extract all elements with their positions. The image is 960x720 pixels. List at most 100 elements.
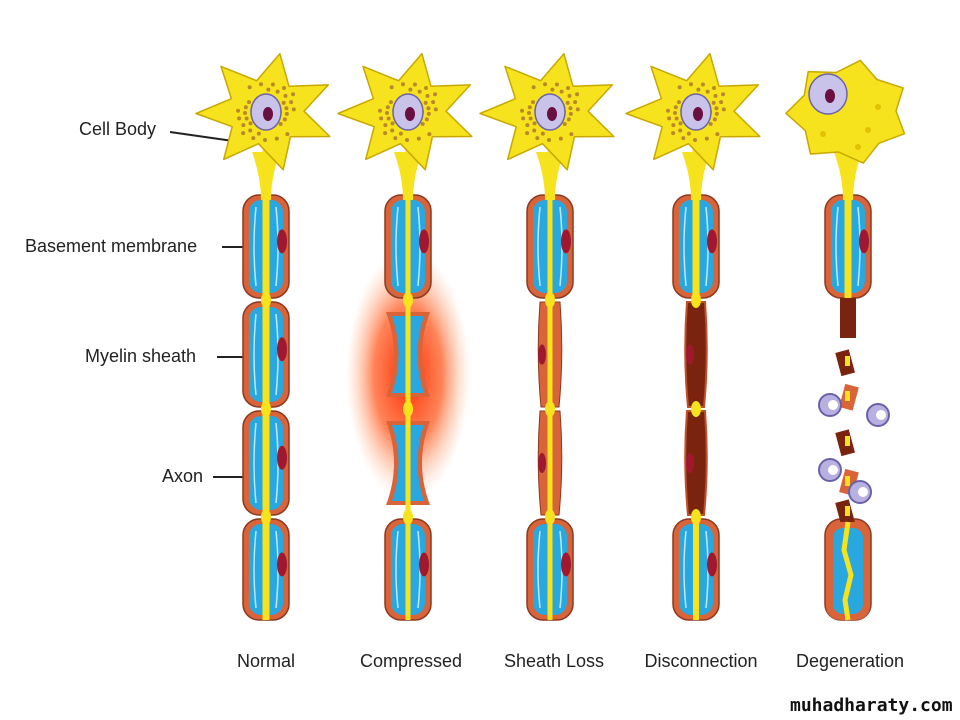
axon-debris — [845, 356, 850, 366]
nissl-granule — [259, 82, 264, 87]
nissl-granule — [281, 100, 286, 105]
nissl-granule — [401, 82, 406, 87]
nissl-granule — [405, 137, 410, 142]
nissl-granule — [666, 108, 671, 113]
node-of-ranvier — [545, 509, 555, 525]
schwann-nucleus — [561, 552, 571, 577]
nissl-granule — [263, 137, 268, 142]
watermark: muhadharaty.com — [790, 695, 953, 716]
axon-debris — [845, 506, 850, 516]
nissl-granule — [248, 128, 253, 133]
nissl-granule — [559, 89, 564, 94]
nissl-granule — [520, 108, 525, 113]
axon-distal — [841, 521, 854, 621]
label-axon: Axon — [162, 466, 204, 486]
axon-hillock — [252, 152, 280, 200]
nissl-granule — [714, 111, 719, 116]
macrophage-vacuole — [828, 465, 838, 475]
disconnected-segment — [684, 301, 708, 408]
nissl-granule — [530, 100, 535, 105]
schwann-nucleus — [419, 229, 429, 254]
nissl-granule — [677, 85, 682, 90]
nissl-granule — [417, 89, 422, 94]
nissl-granule — [389, 85, 394, 90]
nissl-granule — [412, 82, 417, 87]
axon-hillock — [834, 152, 862, 200]
nissl-granule — [383, 131, 388, 136]
nissl-granule — [568, 106, 573, 111]
stage-label-sheath-loss: Sheath Loss — [503, 651, 605, 671]
node-of-ranvier — [261, 292, 271, 308]
nissl-granule — [528, 116, 533, 121]
node-of-ranvier — [691, 509, 701, 525]
nissl-granule — [566, 86, 571, 91]
nissl-granule — [527, 105, 532, 110]
nissl-granule — [243, 105, 248, 110]
schwann-nucleus — [538, 344, 546, 365]
nissl-granule — [416, 136, 421, 141]
nissl-granule — [681, 136, 686, 141]
label-cell-body: Cell Body — [79, 119, 157, 139]
label-myelin-sheath: Myelin sheath — [85, 346, 197, 366]
nissl-granule — [686, 131, 691, 136]
nissl-granule — [671, 123, 676, 128]
nissl-granule — [567, 93, 572, 98]
stage-label-compressed: Compressed — [359, 651, 463, 671]
nissl-granule — [678, 121, 683, 126]
label-basement-membrane: Basement membrane — [25, 236, 198, 256]
nissl-granule — [274, 136, 279, 141]
node-of-ranvier — [403, 292, 413, 308]
schwann-nucleus — [686, 344, 694, 365]
schwann-nucleus — [277, 552, 287, 577]
nissl-granule — [284, 111, 289, 116]
nissl-granule — [708, 122, 713, 127]
nissl-granule — [704, 136, 709, 141]
nissl-granule — [558, 136, 563, 141]
node-of-ranvier — [261, 509, 271, 525]
nissl-granule — [236, 108, 241, 113]
nissl-granule — [427, 132, 432, 137]
nissl-granule — [540, 131, 545, 136]
nissl-granule — [379, 116, 384, 121]
nissl-granule — [426, 111, 431, 116]
axon-debris — [845, 476, 850, 486]
nissl-granule — [244, 116, 249, 121]
nissl-granule — [575, 107, 580, 112]
nissl-granule — [575, 92, 580, 97]
nissl-granule — [525, 123, 530, 128]
nissl-granule — [527, 110, 532, 115]
nucleolus — [825, 89, 835, 103]
macrophage-vacuole — [858, 487, 868, 497]
nissl-granule — [719, 100, 724, 105]
nissl-granule — [247, 85, 252, 90]
nissl-granule — [408, 87, 413, 92]
axon-debris — [845, 436, 850, 446]
nissl-granule — [283, 93, 288, 98]
nissl-granule — [241, 131, 246, 136]
schwann-nucleus — [419, 552, 429, 577]
vacuole — [865, 127, 871, 133]
nucleolus — [547, 107, 557, 121]
nissl-granule — [715, 132, 720, 137]
schwann-nucleus — [707, 229, 717, 254]
neuron-compressed — [337, 52, 473, 621]
nissl-granule — [678, 128, 683, 133]
nissl-granule — [398, 131, 403, 136]
nucleolus — [693, 107, 703, 121]
nissl-granule — [256, 131, 261, 136]
nissl-granule — [251, 136, 256, 141]
nissl-granule — [386, 116, 391, 121]
node-of-ranvier — [403, 509, 413, 525]
neuron-normal — [195, 52, 331, 621]
schwann-nucleus — [277, 229, 287, 254]
nissl-granule — [282, 117, 287, 122]
nissl-granule — [721, 107, 726, 112]
stage-label-degeneration: Degeneration — [795, 651, 905, 671]
nissl-granule — [433, 107, 438, 112]
nissl-granule — [390, 128, 395, 133]
nissl-granule — [275, 89, 280, 94]
schwann-nucleus — [686, 453, 694, 473]
stage-label-disconnection: Disconnection — [644, 651, 758, 671]
schwann-nucleus — [277, 445, 287, 470]
